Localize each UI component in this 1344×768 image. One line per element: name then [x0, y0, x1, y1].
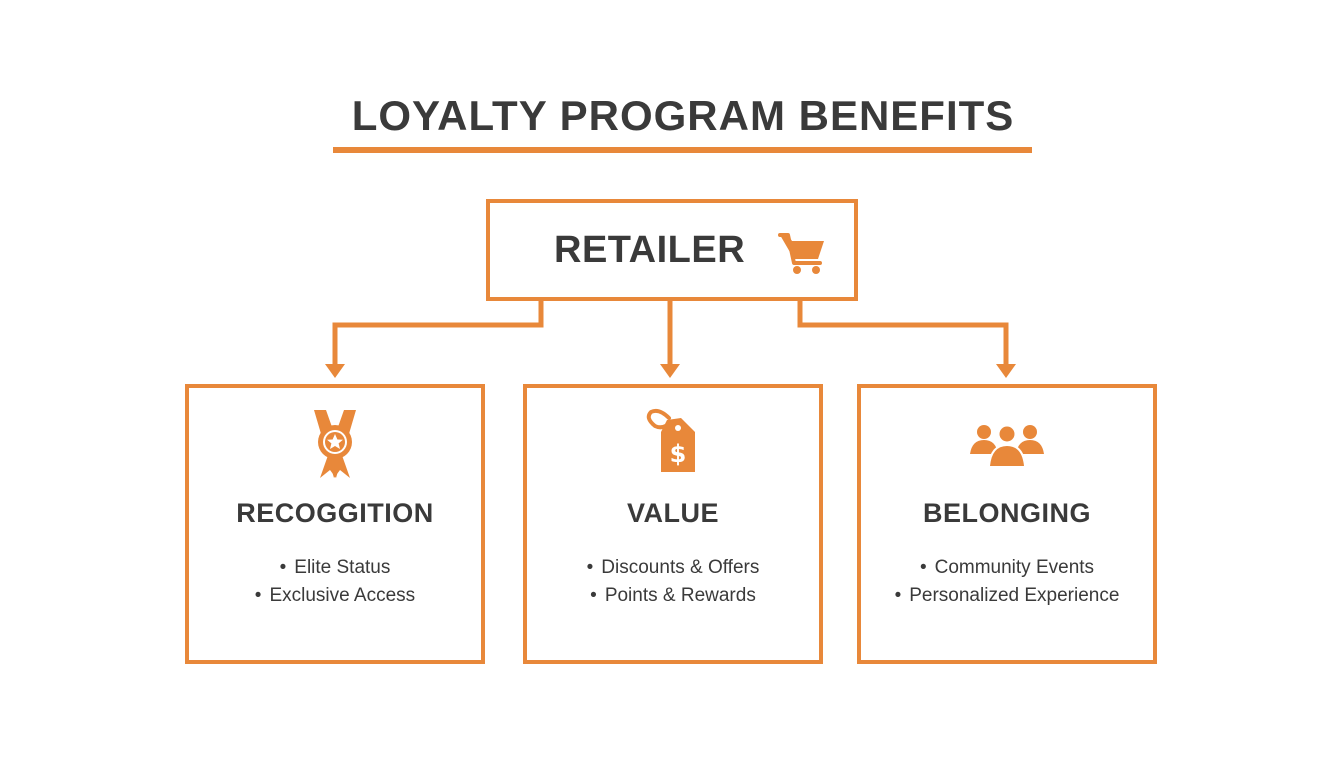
item-text: Discounts & Offers: [601, 557, 760, 578]
bullet: •: [254, 585, 262, 606]
diagram-title: LOYALTY PROGRAM BENEFITS: [351, 92, 1015, 139]
connector-left: [332, 299, 544, 366]
svg-text:$: $: [670, 440, 687, 468]
bullet: •: [894, 585, 902, 606]
card-title: BELONGING: [922, 498, 1091, 528]
retailer-node: RETAILER: [486, 199, 858, 301]
card-belonging: BELONGING • Community Events • Personalize…: [857, 384, 1157, 664]
list-item: • Exclusive Access: [189, 582, 481, 610]
card-value: $ VALUE •Discounts & Offers •Points & Re…: [523, 384, 823, 664]
card-title: RECOGGITION: [236, 498, 434, 528]
card-items: • Elite Status • Exclusive Access: [189, 554, 481, 610]
title-underline: [333, 147, 1032, 153]
item-text: Elite Status: [294, 557, 391, 578]
card-items: • Community Events • Personalized Experien…: [861, 554, 1153, 610]
award-ribbon-icon: [314, 410, 356, 478]
bullet: •: [279, 557, 287, 578]
bullet: •: [590, 585, 597, 606]
item-text: Exclusive Access: [269, 585, 416, 606]
list-item: • Community Events: [861, 554, 1153, 582]
card-items: •Discounts & Offers •Points & Rewards: [527, 554, 819, 610]
list-item: • Personalized Experience: [861, 582, 1153, 610]
list-item: • Points & Rewards: [527, 582, 819, 610]
price-tag-dollar-icon: $: [646, 408, 695, 472]
arrowhead-right: [996, 364, 1016, 378]
list-item: • Discounts & Offers: [527, 554, 819, 582]
item-text: Points & Rewards: [604, 585, 756, 606]
retailer-label: RETAILER: [554, 229, 746, 271]
bullet: •: [919, 557, 927, 578]
card-title: VALUE: [626, 498, 719, 528]
shopping-cart-icon: [778, 233, 824, 274]
arrowhead-center: [660, 364, 680, 378]
list-item: • Elite Status: [189, 554, 481, 582]
connector-right: [797, 299, 1009, 366]
item-text: Community Events: [934, 557, 1095, 578]
item-text: Personalized Experience: [909, 585, 1120, 606]
arrowhead-left: [325, 364, 345, 378]
people-group-icon: [970, 425, 1044, 466]
card-recognition: RECOGGITION • Elite Status • Exclusive Acc…: [185, 384, 485, 664]
bullet: •: [586, 557, 594, 578]
